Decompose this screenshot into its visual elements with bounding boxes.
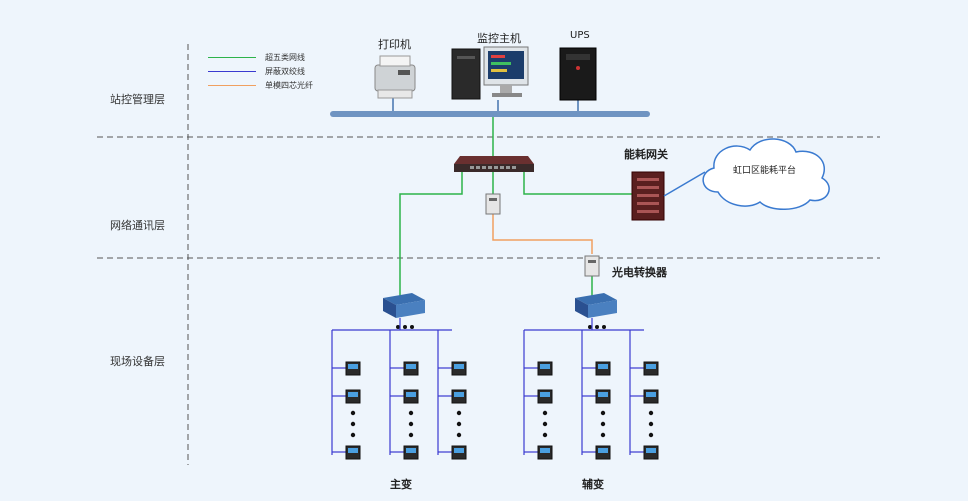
legend-line-fiber <box>208 85 256 86</box>
aux-ellipsis-dot <box>542 432 548 438</box>
main-ellipsis-dot <box>408 432 414 438</box>
aux-ellipsis-dot <box>600 421 606 427</box>
layer-label-field: 现场设备层 <box>110 355 165 368</box>
legend-line-ethernet <box>208 57 256 58</box>
network-switch-icon <box>454 156 534 172</box>
station-bus <box>330 111 650 117</box>
aux-ellipsis-dot <box>542 421 548 427</box>
main-ellipsis-dot <box>456 421 462 427</box>
aux-substation-label: 辅变 <box>582 478 604 491</box>
aux-ellipsis-dot <box>648 421 654 427</box>
optical-converter-lower-icon <box>584 255 600 277</box>
cloud-icon <box>702 138 830 210</box>
aux-ellipsis-dot <box>600 432 606 438</box>
optical-converter-upper-icon <box>485 193 501 215</box>
monitor-host-icon <box>451 46 529 100</box>
layer-label-station: 站控管理层 <box>110 93 165 106</box>
aux-ellipsis-dot <box>600 410 606 416</box>
main-ellipsis-dot <box>456 432 462 438</box>
platform-label: 虹口区能耗平台 <box>733 166 797 176</box>
printer-icon <box>374 55 416 99</box>
legend-label-ethernet: 超五类网线 <box>265 53 305 62</box>
main-ellipsis-dot <box>408 421 414 427</box>
energy-gateway-icon <box>631 171 665 221</box>
main-ellipsis-dot <box>456 410 462 416</box>
main-ellipsis-dot <box>408 410 414 416</box>
ups-icon <box>559 47 597 101</box>
field-devices <box>331 318 659 460</box>
main-ellipsis-dot <box>350 410 356 416</box>
aux-ellipsis-dot <box>542 410 548 416</box>
converter-label: 光电转换器 <box>612 266 667 279</box>
aux-collector-icon <box>575 293 617 318</box>
main-substation-label: 主变 <box>390 478 412 491</box>
aux-ellipsis-dot <box>648 432 654 438</box>
layer-label-network: 网络通讯层 <box>110 219 165 232</box>
gateway-label: 能耗网关 <box>624 148 668 161</box>
aux-ellipsis-dot <box>648 410 654 416</box>
legend-label-fiber: 单模四芯光纤 <box>265 81 313 90</box>
legend-label-twisted-pair: 屏蔽双绞线 <box>265 67 305 76</box>
main-ellipsis-dot <box>350 432 356 438</box>
main-collector-icon <box>383 293 425 318</box>
monitor-host-label: 监控主机 <box>477 32 521 45</box>
printer-label: 打印机 <box>378 38 411 51</box>
ups-label: UPS <box>570 30 590 41</box>
legend-line-twisted-pair <box>208 71 256 72</box>
main-ellipsis-dot <box>350 421 356 427</box>
